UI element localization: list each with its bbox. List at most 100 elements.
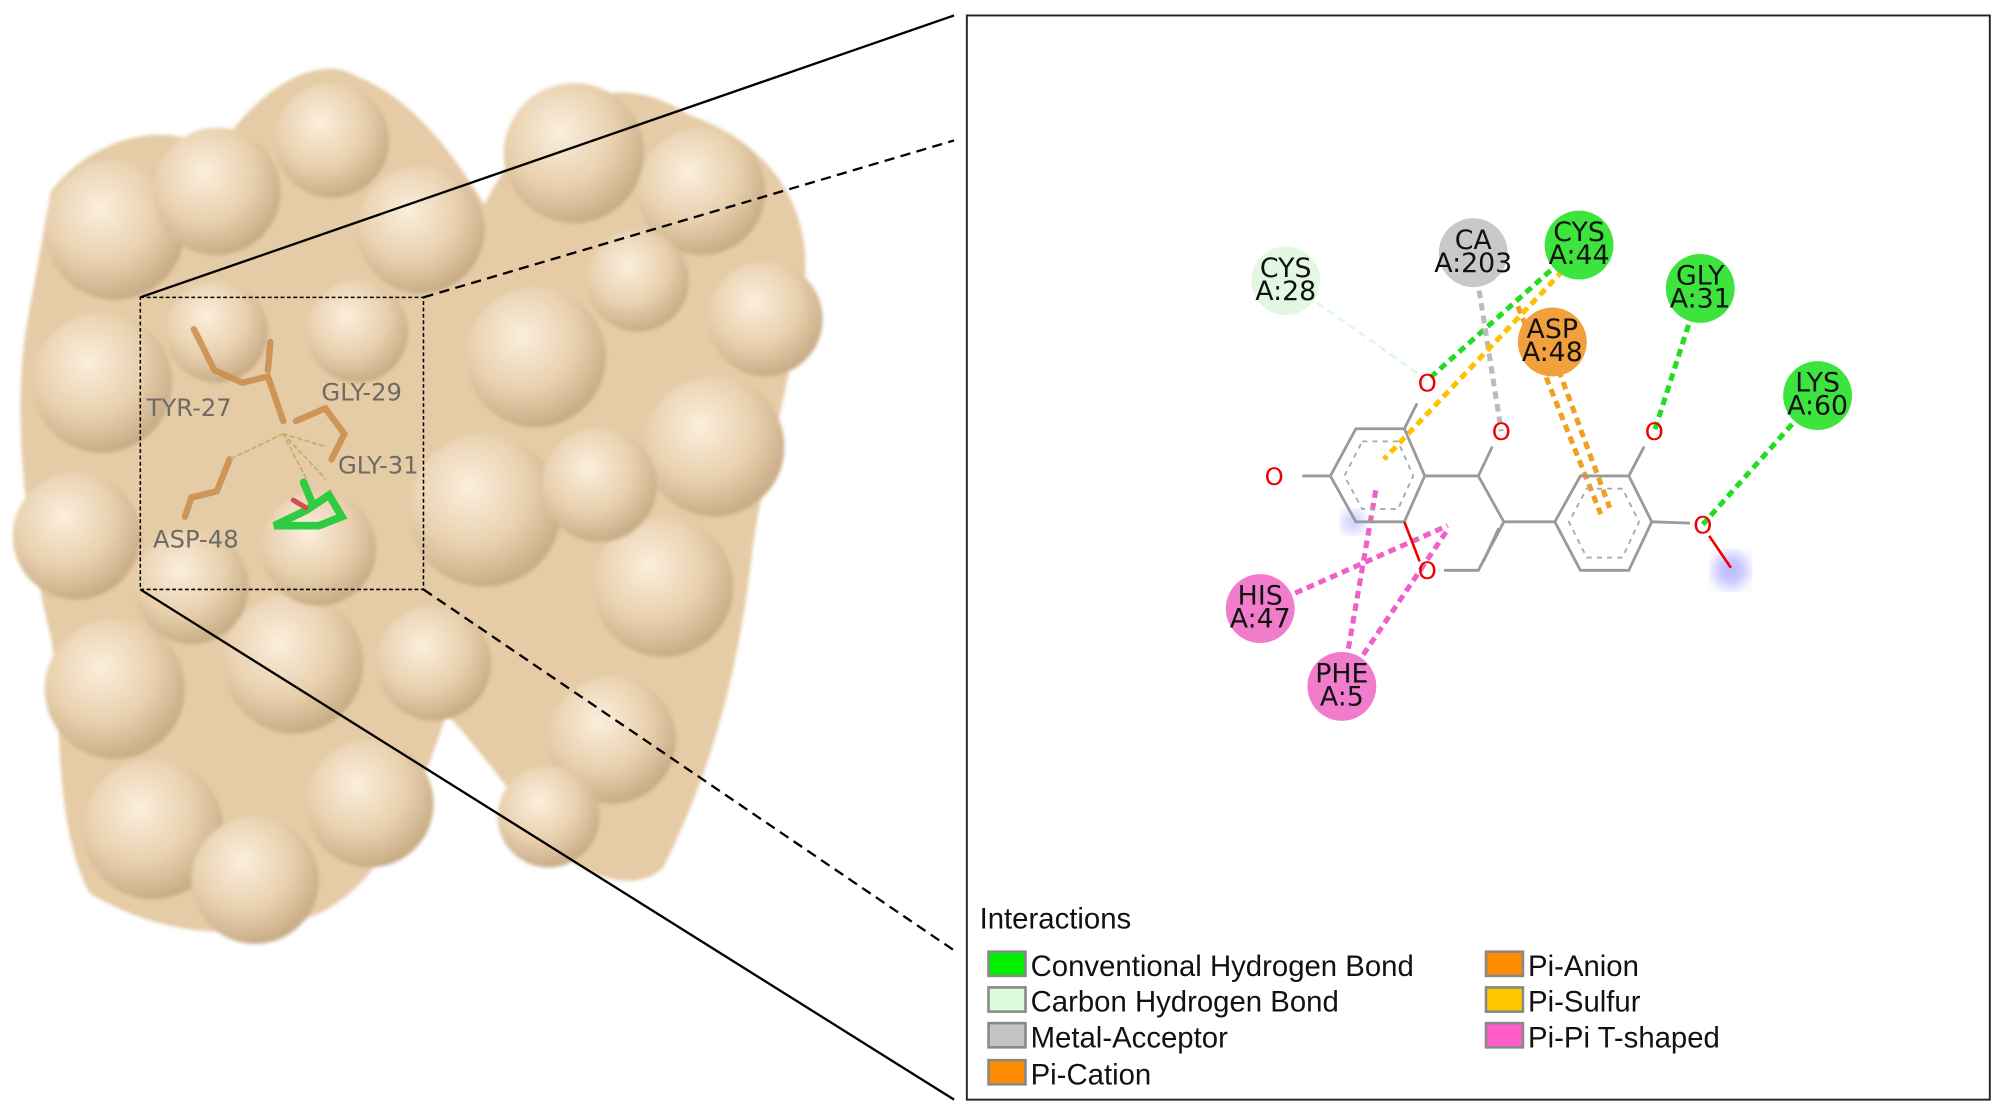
surface-lobe [707, 261, 823, 377]
surface-lobe [376, 606, 492, 721]
residue-ca203[interactable]: CAA:203 [1434, 218, 1512, 288]
surface-lobe [274, 83, 390, 198]
surface-lobe [44, 159, 185, 300]
residue-id: A:47 [1230, 604, 1291, 635]
residue-name: CYS [1553, 217, 1605, 248]
legend-item: Pi-Pi T-shaped [1484, 1021, 1720, 1054]
zoom-connectors [139, 14, 955, 1101]
legend-swatch [987, 1021, 1027, 1049]
atom-oxygen: O [1492, 418, 1511, 446]
residue-disc [1517, 307, 1587, 377]
interaction-line [1425, 243, 1581, 383]
legend-swatch [1484, 950, 1525, 978]
legend-swatch [1484, 986, 1525, 1013]
surface-lobe [548, 676, 677, 804]
residue-name: GLY [1676, 261, 1725, 292]
surface-lobe [408, 433, 562, 587]
surface-lobe [153, 127, 281, 256]
legend-label: Metal-Acceptor [1031, 1021, 1228, 1054]
atom-oxygen: O [1693, 511, 1712, 539]
legend: Interactions Conventional Hydrogen BondC… [980, 903, 1720, 1092]
atom-oxygen: O [1418, 557, 1437, 585]
interaction-line [1259, 523, 1449, 611]
legend-label: Pi-Sulfur [1528, 986, 1641, 1019]
residue-id: A:31 [1670, 284, 1731, 315]
residue-disc [1438, 218, 1508, 288]
residue-id: A:5 [1320, 682, 1364, 713]
surface-lobe [133, 529, 249, 645]
binding-site-residues [181, 326, 349, 520]
residue-disc [1307, 651, 1377, 721]
label-asp48: ASP-48 [153, 525, 239, 553]
legend-item: Pi-Anion [1484, 950, 1639, 983]
surface-lobe [44, 618, 185, 760]
surface-lobe [644, 376, 785, 517]
residue-name: PHE [1315, 659, 1368, 690]
legend-item: Pi-Cation [987, 1058, 1152, 1091]
surface-lobe [586, 229, 689, 332]
interacting-residues: CYSA:28CAA:203CYSA:44GLYA:31ASPA:48LYSA:… [1225, 210, 1853, 721]
surface-lobe [593, 516, 734, 658]
surface-lobe [31, 312, 173, 453]
binding-site-box [139, 296, 425, 591]
legend-item: Pi-Sulfur [1484, 986, 1641, 1019]
residue-name: ASP [1527, 314, 1578, 345]
solvent-glow [1341, 510, 1365, 534]
surface-lobe [306, 739, 434, 868]
residue-id: A:48 [1522, 337, 1583, 368]
residue-name: LYS [1795, 368, 1840, 399]
surface-lobe [82, 759, 224, 900]
label-tyr27: TYR-27 [146, 394, 232, 422]
atom-oxygen: O [1645, 418, 1664, 446]
surface-lobe [223, 593, 364, 734]
legend-item: Carbon Hydrogen Bond [987, 986, 1339, 1019]
legend-label: Pi-Anion [1528, 950, 1639, 983]
legend-label: Conventional Hydrogen Bond [1031, 950, 1414, 983]
legend-item: Conventional Hydrogen Bond [987, 950, 1414, 983]
legend-swatch [987, 950, 1027, 978]
atom-oxygen: O [1418, 370, 1437, 398]
protein-surface [12, 68, 823, 945]
residue-disc [1251, 246, 1321, 316]
solvent-glow [1713, 552, 1749, 589]
residue-name: CA [1455, 225, 1493, 256]
interaction-diagram-panel [965, 14, 1991, 1101]
residue-name: HIS [1238, 581, 1283, 612]
legend-title: Interactions [980, 903, 1132, 936]
interaction-line [1382, 259, 1574, 462]
ligand-sticks [272, 478, 348, 530]
surface-lobe [542, 427, 657, 543]
surface-lobe [357, 165, 485, 294]
surface-lobe [306, 280, 409, 383]
atom-oxygen: O [1265, 463, 1284, 491]
surface-lobe [191, 816, 319, 945]
residue-id: A:28 [1255, 276, 1316, 307]
residue-disc [1225, 574, 1295, 644]
legend-label: Pi-Cation [1031, 1058, 1152, 1091]
legend-item: Metal-Acceptor [987, 1021, 1228, 1054]
legend-swatch [1484, 1021, 1525, 1049]
legend-label: Carbon Hydrogen Bond [1031, 986, 1339, 1019]
surface-lobe [12, 472, 141, 600]
residue-disc [1665, 253, 1735, 323]
legend-swatch [987, 1058, 1027, 1086]
legend-label: Pi-Pi T-shaped [1528, 1021, 1720, 1054]
label-gly29: GLY-29 [321, 379, 402, 407]
surface-lobe [497, 765, 600, 868]
surface-lobe [503, 83, 645, 224]
ligand-structure: O O O O O O [1265, 370, 1732, 585]
residue-id: A:60 [1787, 391, 1848, 422]
residue-name: CYS [1260, 253, 1312, 284]
surface-lobe [165, 280, 268, 383]
residue-disc [1544, 210, 1614, 280]
residue-id: A:203 [1434, 248, 1512, 279]
interaction-line [1556, 369, 1613, 509]
